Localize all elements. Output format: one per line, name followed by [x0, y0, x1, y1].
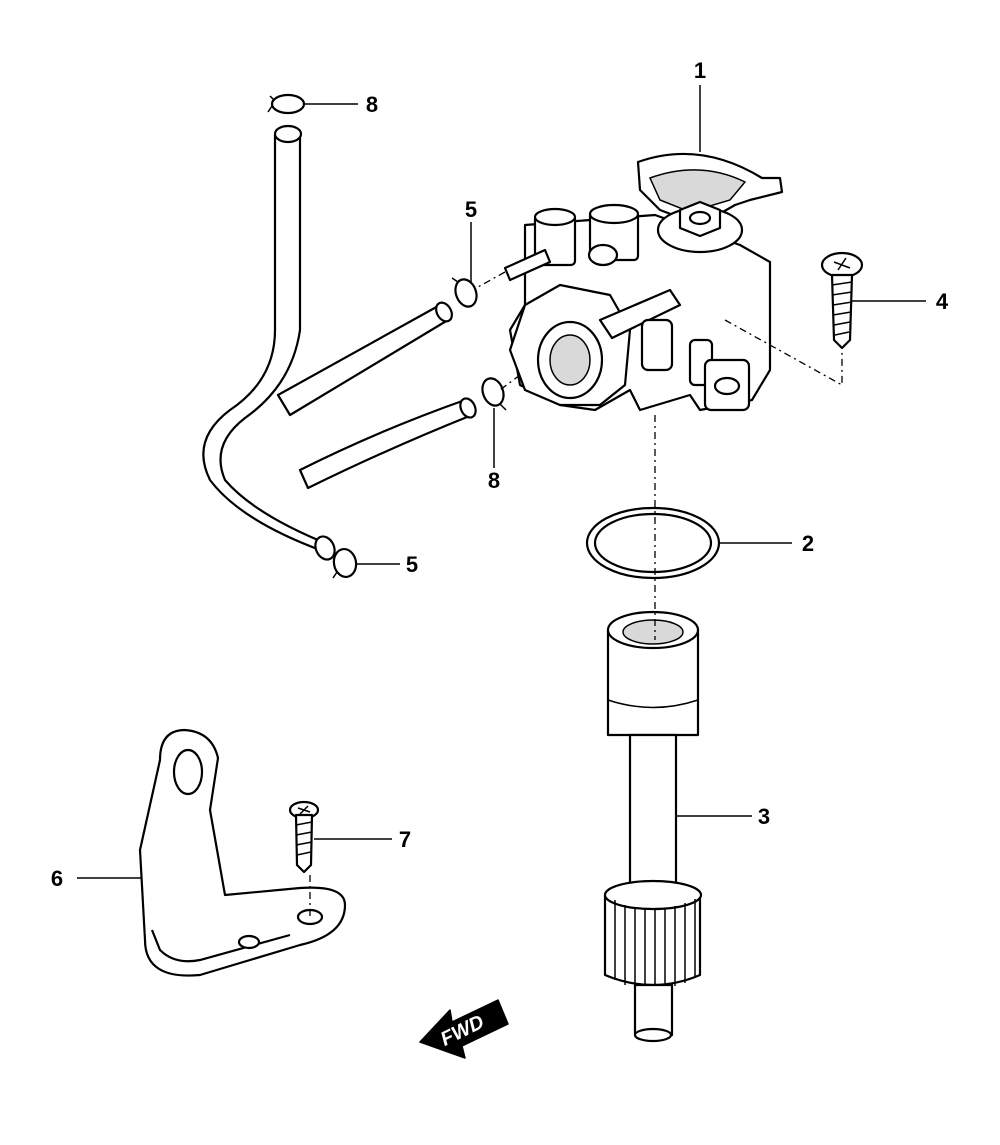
callout-5-upper: 5 [465, 197, 477, 222]
callout-4: 4 [936, 289, 949, 314]
hose-clip-8-lower [481, 377, 507, 411]
drive-shaft [603, 610, 703, 1043]
callout-8-lower: 8 [488, 468, 500, 493]
screw-7 [288, 800, 320, 874]
hose-clip-5-lower [332, 547, 358, 579]
leader-lines [77, 85, 926, 879]
oil-pump-assembly [503, 152, 784, 412]
callout-5-lower: 5 [406, 552, 418, 577]
hose-clip-8-top [267, 93, 306, 115]
callout-6: 6 [51, 866, 63, 891]
o-ring [585, 506, 721, 580]
callout-8-top: 8 [366, 92, 378, 117]
callout-3: 3 [758, 804, 770, 829]
oil-hose-lower [298, 397, 477, 490]
callout-1: 1 [694, 58, 706, 83]
oil-hose-upper [276, 301, 453, 417]
callout-2: 2 [802, 531, 814, 556]
hose-clip-5-upper [451, 277, 478, 308]
alignment-lines [309, 271, 843, 918]
bracket [138, 728, 347, 977]
callout-7: 7 [399, 827, 411, 852]
fwd-arrow-icon: FWD [419, 999, 509, 1059]
screw-4 [820, 251, 864, 350]
oil-hose [202, 124, 336, 561]
